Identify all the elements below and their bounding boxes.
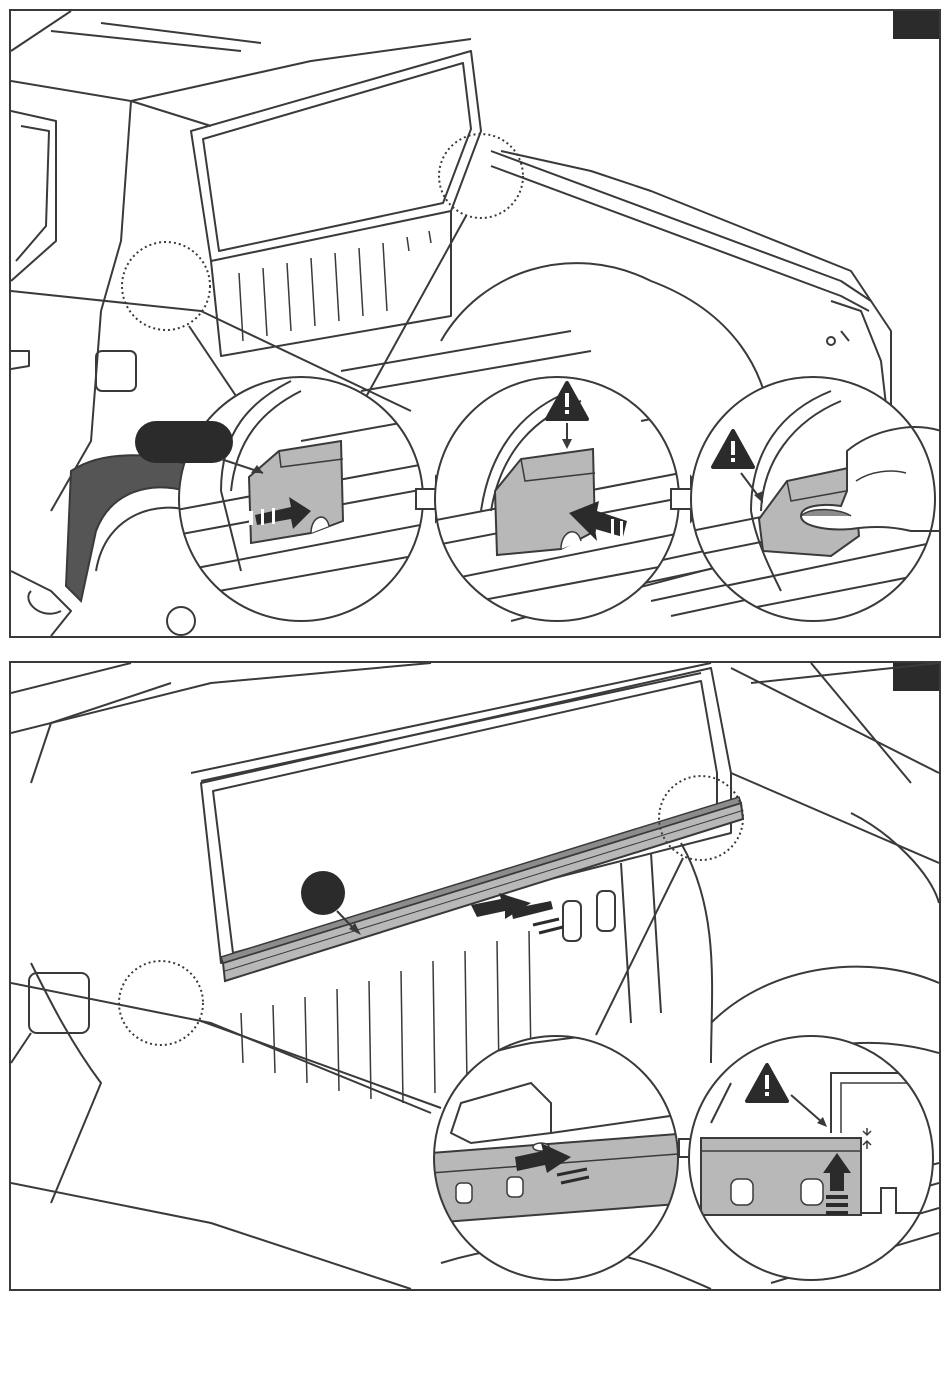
detail-circle-press-block [691, 377, 939, 621]
callout-badge [135, 421, 233, 463]
callout-badge [301, 871, 345, 915]
step-1-illustration [11, 11, 939, 636]
zoom-marker-left [122, 242, 210, 330]
zoom-marker-left [119, 961, 203, 1045]
detail-circle-insert-block [171, 377, 441, 621]
wheel-arch-fill [66, 455, 191, 601]
detail-circle-slide-rail [431, 1023, 691, 1280]
zoom-marker-right [439, 134, 523, 218]
step-2-panel [9, 661, 941, 1291]
step-2-illustration [11, 663, 939, 1289]
step-1-panel [9, 9, 941, 638]
mounting-rail [221, 797, 743, 981]
